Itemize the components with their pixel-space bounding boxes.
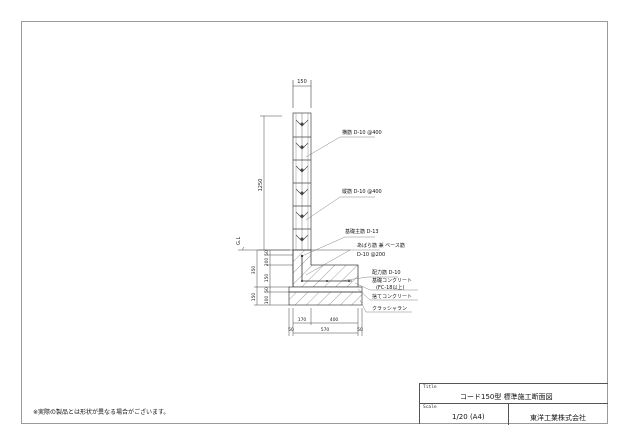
callout-horizontal-rebar: 横筋 D-10 @400 xyxy=(342,129,382,136)
dim-bottom-570: 570 xyxy=(321,327,330,333)
drawing-title: コード150型 標準施工断面図 xyxy=(460,393,553,401)
ground-level-line xyxy=(238,246,350,251)
dim-wall-height: 1250 xyxy=(258,179,264,192)
title-label: Title xyxy=(423,385,437,390)
dim-bottom-170: 170 xyxy=(298,317,307,323)
dim-150: 150 xyxy=(264,274,270,283)
dim-edge-right: 50 xyxy=(357,327,363,333)
disclaimer-note: ※実際の製品とは形状が異なる場合がございます。 xyxy=(33,409,170,416)
callout-crusher-run: クラッシャラン xyxy=(372,306,407,312)
dim-base-100: 100 xyxy=(264,296,270,305)
company-name: 東洋工業株式会社 xyxy=(530,414,586,422)
bottom-dimensions xyxy=(288,308,363,336)
callout-vertical-rebar: 縦筋 D-10 @400 xyxy=(342,188,382,195)
dim-base-total: 150 xyxy=(251,293,257,302)
callout-main-rebar: 基礎主筋 D-13 xyxy=(345,228,379,235)
callout-stirrup-spec: D-10 @200 xyxy=(357,252,385,258)
title-block-divider xyxy=(508,404,509,425)
dim-base-50: 50 xyxy=(264,287,270,293)
title-block-spacer xyxy=(419,369,608,383)
callout-foundation-concrete: 基礎コンクリート xyxy=(372,277,412,284)
callout-concrete-grade: (FC-18以上) xyxy=(376,284,404,291)
callout-leaders xyxy=(301,136,418,313)
dim-below-gl: 350 xyxy=(251,266,257,275)
gl-label: G.L xyxy=(236,237,242,245)
callout-leveling-concrete: 捨てコンクリート xyxy=(372,293,412,300)
scale-label: Scale xyxy=(423,405,437,410)
block-wall xyxy=(292,112,312,251)
dim-200: 200 xyxy=(264,258,270,267)
foundation-dimensions xyxy=(254,250,293,306)
dim-gl-offset: 50 xyxy=(264,250,270,256)
callout-stirrup: あばら筋 兼 ベース筋 xyxy=(357,242,405,249)
title-row: Title コード150型 標準施工断面図 xyxy=(420,384,608,404)
top-width-dimension xyxy=(292,80,312,108)
scale-row: Scale 1/20 (A4) 東洋工業株式会社 xyxy=(420,404,608,425)
dim-bottom-400: 400 xyxy=(330,317,339,323)
scale-value: 1/20 (A4) xyxy=(452,413,485,421)
title-block: Title コード150型 標準施工断面図 Scale 1/20 (A4) 東洋… xyxy=(419,383,608,425)
callout-distribution-rebar: 配力筋 D-10 xyxy=(372,269,401,276)
dim-top-width: 150 xyxy=(297,79,307,85)
dim-edge-left: 50 xyxy=(288,327,294,333)
drawing-frame xyxy=(21,21,608,424)
leveling-concrete xyxy=(288,286,363,306)
